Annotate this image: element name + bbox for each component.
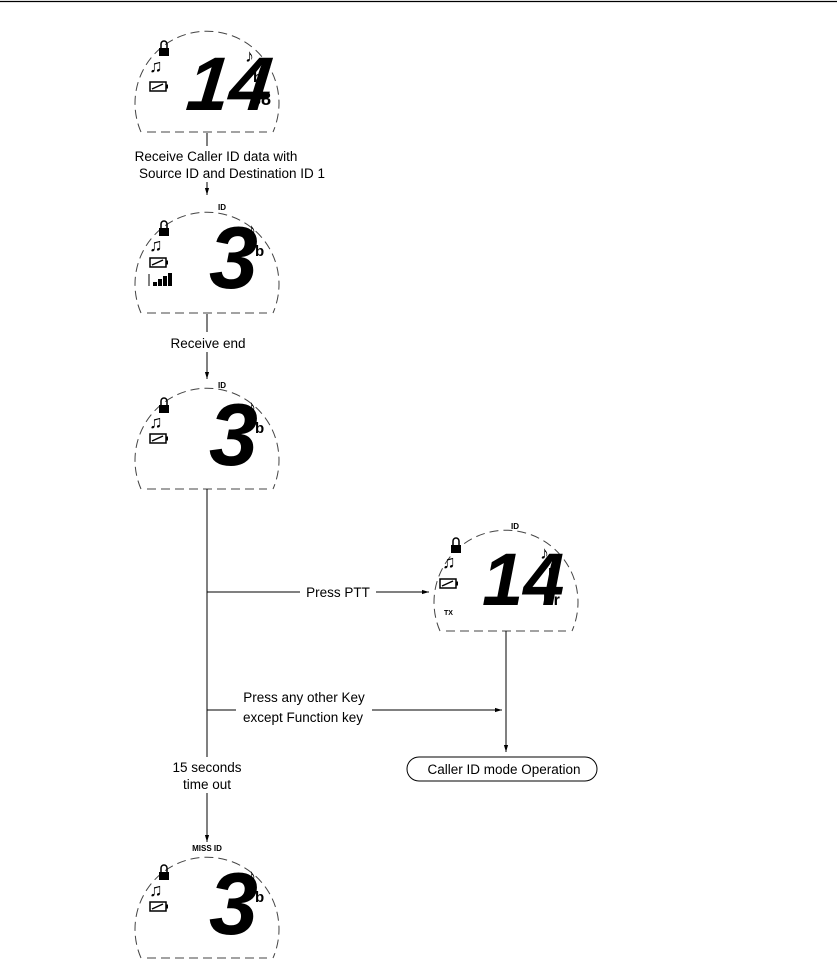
music-note-icon: ♫ [149, 412, 163, 432]
vibrate-icon: b [548, 566, 557, 583]
label-receive-line1: Receive Caller ID data with [135, 149, 298, 164]
sub-digits: Pr [543, 592, 560, 609]
vibrate-icon: b [255, 889, 264, 906]
label-receive-line2: Source ID and Destination ID 1 [139, 166, 325, 181]
music-note-icon: ♫ [442, 552, 456, 572]
label-press-other-line2: except Function key [243, 710, 363, 725]
lcd-display-1: ♫ 14 ♪ b 38 [135, 31, 279, 132]
battery-icon [150, 82, 168, 91]
battery-icon [440, 579, 458, 588]
label-timeout-line2: time out [183, 777, 231, 792]
label-caller-id-mode: Caller ID mode Operation [427, 762, 580, 777]
battery-icon [150, 434, 168, 443]
battery-icon [150, 258, 168, 267]
label-timeout-line1: 15 seconds [172, 760, 241, 775]
tx-indicator: TX [444, 610, 453, 617]
miss-id-indicator: MISS ID [192, 844, 222, 853]
vibrate-icon: b [255, 420, 264, 437]
label-receive-end: Receive end [170, 336, 245, 351]
vibrate-icon: b [255, 243, 264, 260]
label-press-other-line1: Press any other Key [243, 690, 365, 705]
battery-icon [150, 902, 168, 911]
note-icon: ♪ [245, 46, 254, 66]
id-indicator: ID [511, 522, 519, 531]
label-press-ptt: Press PTT [306, 585, 370, 600]
note-icon: ♪ [247, 220, 256, 240]
lcd-display-5: MISS ID ♫ 3 ♪ b [135, 844, 279, 958]
lock-icon [159, 398, 169, 413]
sub-digits: 38 [251, 89, 271, 109]
music-note-icon: ♫ [149, 56, 163, 76]
main-digits: 14 [183, 42, 276, 127]
music-note-icon: ♫ [149, 880, 163, 900]
lock-icon [159, 221, 169, 236]
vibrate-icon: b [253, 69, 262, 86]
note-icon: ♪ [540, 543, 549, 563]
lock-icon [159, 865, 169, 880]
note-icon: ♪ [247, 866, 256, 886]
signal-strength-icon [149, 273, 172, 286]
lcd-display-2: ID ♫ 3 ♪ b [135, 203, 279, 313]
music-note-icon: ♫ [149, 235, 163, 255]
note-icon: ♪ [247, 397, 256, 417]
lock-icon [159, 41, 169, 56]
lock-icon [451, 538, 461, 553]
lcd-display-3: ID ♫ 3 ♪ b [135, 381, 279, 489]
lcd-display-4: ID ♫ TX 14 ♪ b Pr [434, 522, 578, 631]
